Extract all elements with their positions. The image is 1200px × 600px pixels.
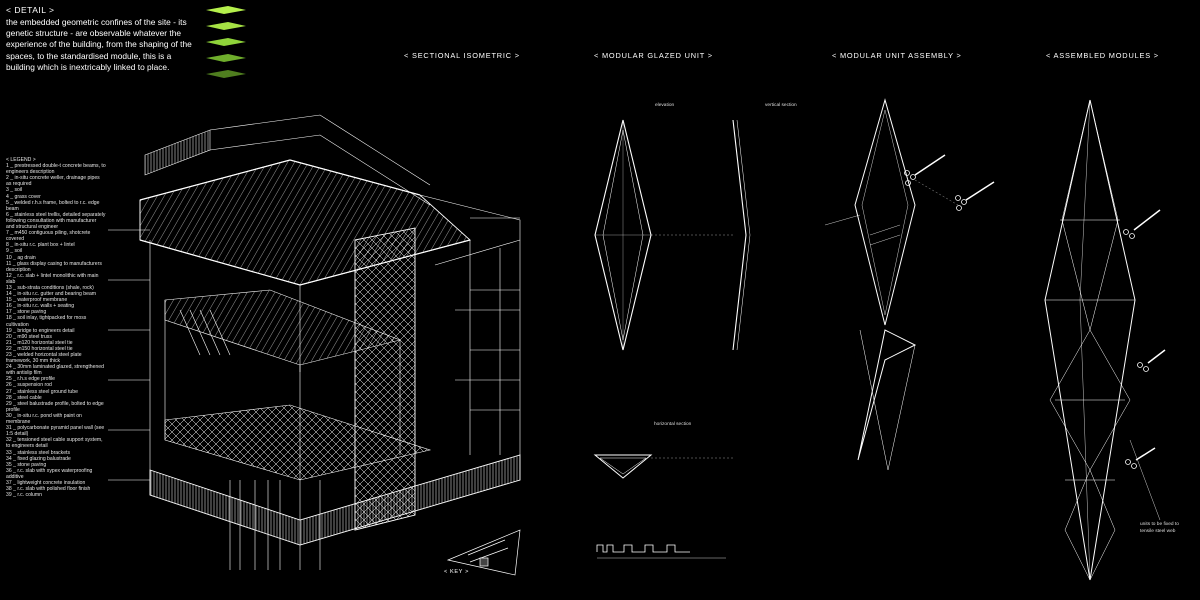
glazed-unit-vertical-section — [651, 119, 751, 351]
legend-item: 16 _ in-situ r.c. walls + seating — [6, 303, 75, 310]
legend-title: < LEGEND > — [6, 157, 36, 163]
scale-bar — [596, 544, 726, 559]
legend-item: 10 _ ag drain — [6, 254, 36, 261]
legend-item: 30 _ in-situ r.c. pond with paint on mem… — [6, 412, 82, 426]
legend-item: 27 _ stainless steel ground tube — [6, 388, 78, 395]
sectional-isometric-drawing — [108, 114, 521, 570]
label-elevation: elevation — [655, 103, 675, 108]
modular-unit-assembly-drawing — [824, 98, 917, 471]
legend-item: 29 _ steel balustrade profile, bolted to… — [6, 400, 104, 413]
legend-item: 36 _ r.c. slab with xypex waterproofing … — [6, 467, 93, 480]
label-vertical-section: vertical section — [765, 103, 797, 108]
legend-item: 4 _ grass cover — [6, 193, 41, 200]
legend-item: 23 _ welded horizontal steel plate frame… — [6, 352, 82, 365]
legend-item: 2 _ in-situ concrete weller, drainage pi… — [6, 175, 100, 188]
legend-item: 5 _ welded r.h.s frame, bolted to r.c. e… — [6, 199, 100, 212]
detail-description: the embedded geometric confines of the s… — [6, 17, 192, 72]
legend: < LEGEND > 1 _ prestressed double-t conc… — [6, 157, 106, 498]
legend-item: 9 _ soil — [6, 248, 23, 255]
legend-item: 32 _ tensioned steel cable support syste… — [6, 437, 103, 450]
legend-item: 11 _ glass display casing to manufacture… — [6, 260, 102, 273]
heading-sectional-isometric: < SECTIONAL ISOMETRIC > — [404, 51, 520, 60]
legend-item: 8 _ in-situ r.c. plant box + lintel — [6, 242, 75, 249]
legend-item: 15 _ waterproof membrane — [6, 297, 68, 304]
heading-modular-unit-assembly: < MODULAR UNIT ASSEMBLY > — [832, 51, 962, 60]
layer-stack-icon — [206, 6, 246, 78]
legend-item: 22 _ m150 horizontal steel tie — [6, 345, 73, 352]
glazed-unit-elevation — [594, 119, 652, 351]
label-horizontal-section: horizontal section — [654, 422, 692, 427]
legend-item: 20 _ m90 steel truss — [6, 333, 52, 340]
glazed-unit-horizontal-section — [593, 454, 733, 479]
legend-item: 13 _ sub-strata conditions (shale, rock) — [6, 284, 94, 291]
legend-item: 34 _ fixed glazing balustrade — [6, 455, 71, 462]
legend-item: 28 _ steel cable — [6, 394, 42, 401]
legend-item: 37 _ lightweight concrete insulation — [6, 479, 86, 486]
key-map-icon — [446, 529, 521, 576]
assembled-modules-drawing — [1044, 99, 1161, 581]
heading-assembled-modules: < ASSEMBLED MODULES > — [1046, 51, 1159, 60]
legend-items: 1 _ prestressed double-t concrete beams,… — [6, 163, 106, 498]
legend-item: 19 _ bridge to engineers detail — [6, 327, 75, 334]
legend-item: 38 _ r.c. slab with polished floor finis… — [6, 486, 91, 493]
legend-item: 33 _ stainless steel brackets — [6, 449, 70, 456]
legend-item: 31 _ polycarbonate pyramid panel wall (s… — [6, 425, 105, 438]
legend-item: 18 _ soil inlay, tightpacked for moss cu… — [6, 315, 87, 328]
note-line-2: tensile steel web — [1140, 529, 1176, 534]
legend-item: 26 _ suspension rod — [6, 382, 52, 389]
legend-item: 25 _ r.h.s edge profile — [6, 376, 55, 383]
detail-title: < DETAIL > — [6, 5, 55, 15]
key-label: < KEY > — [444, 569, 469, 575]
bracket-icon — [904, 154, 995, 211]
legend-item: 39 _ r.c. column — [6, 492, 42, 499]
legend-item: 24 _ 30mm laminated glazed, strengthened… — [6, 364, 104, 377]
legend-item: 17 _ stone paving — [6, 309, 47, 316]
note-line-1: units to be fixed to — [1140, 522, 1179, 527]
heading-modular-glazed-unit: < MODULAR GLAZED UNIT > — [594, 51, 713, 60]
legend-item: 3 _ soil — [6, 187, 23, 194]
bracket-icon-assembled — [1123, 209, 1166, 469]
legend-item: 14 _ in-situ r.c. gutter and bearing bea… — [6, 291, 97, 298]
legend-item: 12 _ r.c. slab + lintel monolithic with … — [6, 272, 99, 285]
legend-item: 35 _ stone paving — [6, 461, 47, 468]
legend-item: 6 _ stainless steel trellis, detailed se… — [6, 211, 106, 231]
legend-item: 21 _ m120 horizontal steel tie — [6, 339, 73, 346]
legend-item: 1 _ prestressed double-t concrete beams,… — [6, 163, 106, 176]
legend-item: 7 _ m450 contiguous piling, shotcrete co… — [6, 230, 91, 243]
